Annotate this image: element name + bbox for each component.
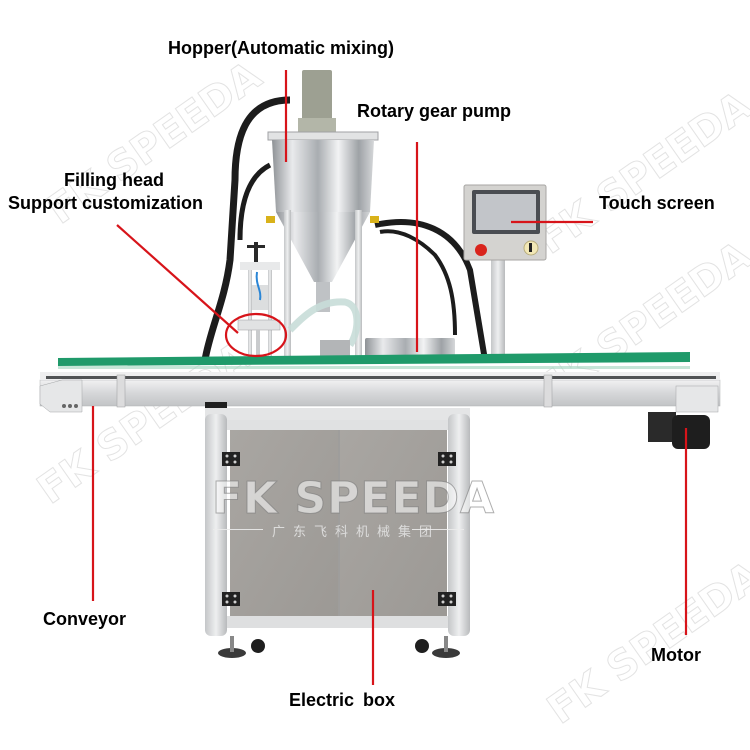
hose-left xyxy=(201,96,291,361)
label-motor: Motor xyxy=(651,645,701,665)
cabinet-watermark-subtitle: 广东飞科机械集团 xyxy=(272,525,441,540)
screen-column xyxy=(491,258,505,358)
leader-filling-head xyxy=(116,224,239,334)
leveling-foot xyxy=(218,648,246,658)
label-conveyor: Conveyor xyxy=(43,609,127,629)
mixer-motor xyxy=(302,70,332,125)
label-support-customization: Support customization xyxy=(8,193,203,213)
hinge xyxy=(222,452,240,466)
leader-lines xyxy=(91,70,688,685)
filling-head-highlight-circle xyxy=(224,312,288,358)
photo-sensor xyxy=(205,402,227,410)
conveyor-rail xyxy=(39,379,721,407)
hopper xyxy=(272,140,374,212)
caster-wheel xyxy=(251,639,265,653)
conveyor-belt-top xyxy=(58,352,690,366)
cabinet-door-right xyxy=(340,430,447,616)
cabinet-watermark-brand: FK SPEEDA xyxy=(211,473,496,525)
cabinet-watermark-rule-left xyxy=(213,529,263,530)
label-hopper: Hopper(Automatic mixing) xyxy=(168,38,395,58)
hose-right xyxy=(374,219,488,361)
label-touch-screen: Touch screen xyxy=(599,193,715,213)
conveyor-motor xyxy=(648,412,676,442)
label-electric-box: Electric box xyxy=(289,690,396,710)
cabinet-watermark-rule-right xyxy=(412,529,464,530)
cabinet-door-left xyxy=(230,430,338,616)
emergency-stop-icon xyxy=(475,244,487,256)
cabinet-post-right xyxy=(448,414,470,636)
cabinet-post-left xyxy=(205,414,227,636)
label-rotary-gear-pump: Rotary gear pump xyxy=(357,101,512,121)
label-filling-head: Filling head xyxy=(64,170,165,190)
